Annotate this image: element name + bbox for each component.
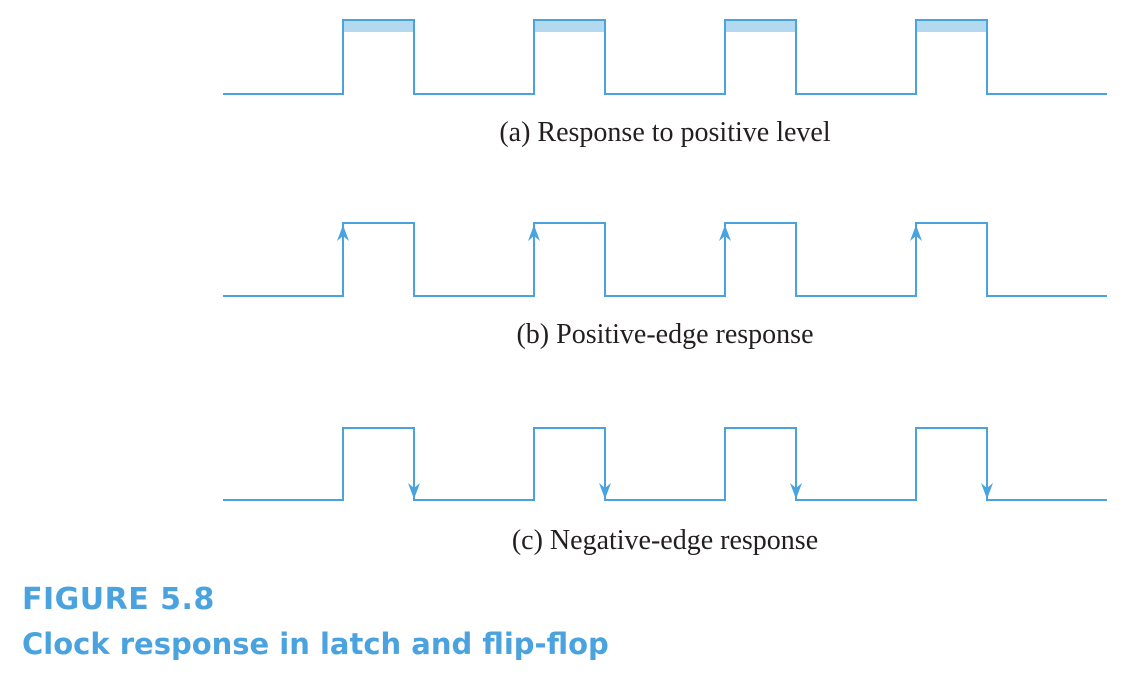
waveform-positive-edge: (b) Positive-edge response xyxy=(223,222,1107,350)
rising-edge-arrow xyxy=(528,225,540,241)
high-level-highlight xyxy=(725,20,796,32)
rising-edge-arrow xyxy=(719,225,731,241)
falling-edge-arrow xyxy=(599,483,611,499)
waveform-negative-edge: (c) Negative-edge response xyxy=(223,427,1107,556)
rising-edge-arrow xyxy=(337,225,349,241)
waveform-positive-level: (a) Response to positive level xyxy=(223,19,1107,148)
rising-edge-arrow xyxy=(910,225,922,241)
falling-edge-arrow xyxy=(408,483,420,499)
figure-number: FIGURE 5.8 xyxy=(22,582,215,617)
waveform-caption: (a) Response to positive level xyxy=(499,117,830,148)
clock-waveform-line xyxy=(223,222,1107,297)
waveform-caption: (b) Positive-edge response xyxy=(516,319,813,350)
high-level-highlight xyxy=(343,20,414,32)
waveform-caption: (c) Negative-edge response xyxy=(512,525,818,556)
high-level-highlight xyxy=(916,20,987,32)
clock-waveform-line xyxy=(223,427,1107,501)
falling-edge-arrow xyxy=(981,483,993,499)
figure-title: Clock response in latch and flip-flop xyxy=(22,627,609,661)
high-level-highlight xyxy=(534,20,605,32)
falling-edge-arrow xyxy=(790,483,802,499)
clock-waveform-line xyxy=(223,19,1107,95)
